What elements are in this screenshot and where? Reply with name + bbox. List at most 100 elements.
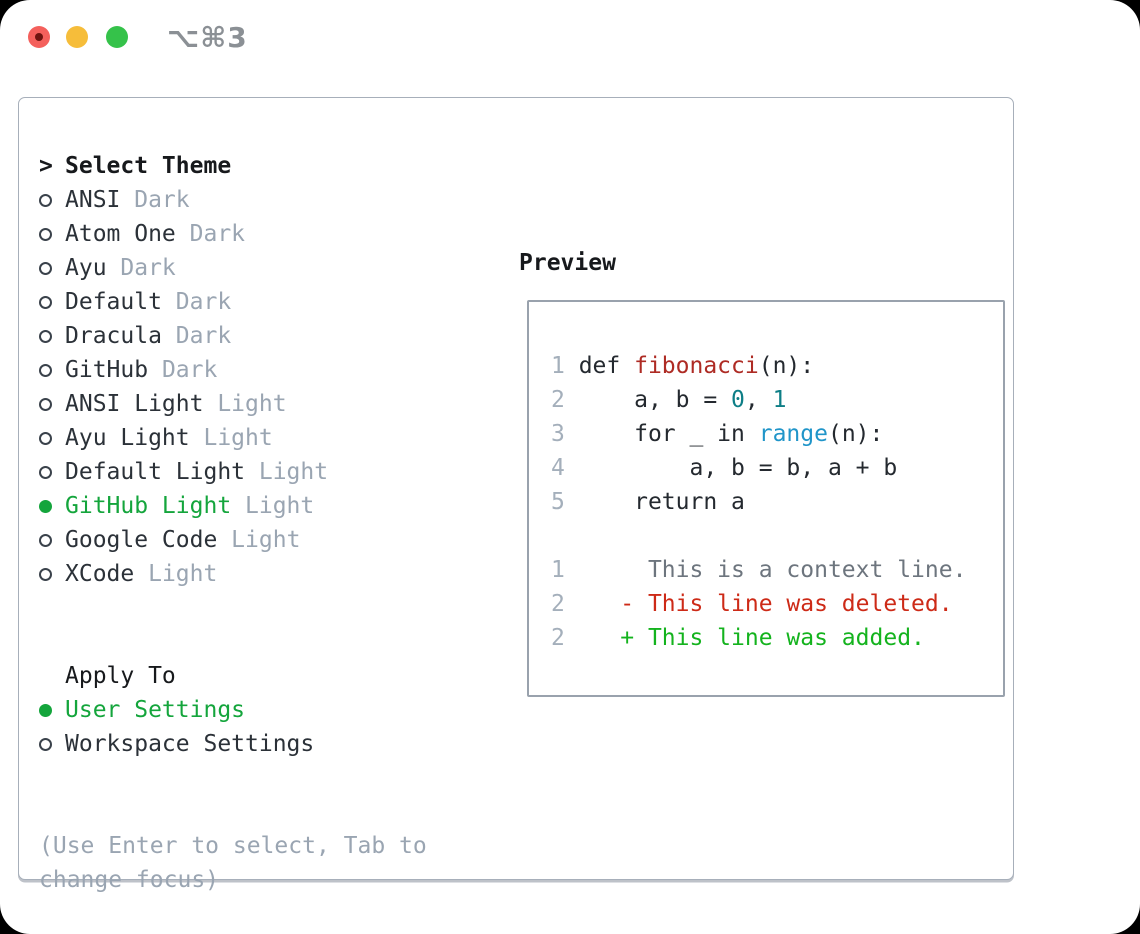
theme-item-github[interactable]: GitHub Dark	[39, 353, 469, 387]
theme-variant-label: Dark	[106, 255, 176, 281]
option-label: GitHub	[65, 357, 149, 383]
radio-icon	[39, 737, 65, 751]
code-token-number: 1	[772, 387, 787, 413]
option-label: Ayu Light	[65, 425, 190, 451]
code-token-plain: a, b = b, a + b	[578, 455, 898, 481]
code-token-builtin: range	[758, 421, 828, 447]
code-line: 1 This is a context line.	[551, 553, 1003, 587]
theme-variant-label: Dark	[161, 289, 232, 315]
theme-item-default-light[interactable]: Default Light Light	[39, 455, 469, 489]
theme-variant-label: Light	[231, 493, 315, 519]
select-theme-title: Select Theme	[65, 153, 232, 179]
radio-icon	[39, 533, 65, 547]
code-line: 2 a, b = 0, 1	[551, 383, 1003, 417]
code-line: 5 return a	[551, 485, 1003, 519]
theme-item-ansi-light[interactable]: ANSI Light Light	[39, 387, 469, 421]
option-label: Atom One	[65, 221, 176, 247]
theme-item-ayu-light[interactable]: Ayu Light Light	[39, 421, 469, 455]
radio-selected-icon	[39, 703, 65, 717]
preview-title: Preview	[519, 250, 616, 276]
code-token-context: This is a context line.	[578, 557, 967, 583]
option-label: Dracula	[65, 323, 162, 349]
theme-variant-label: Light	[245, 459, 329, 485]
line-number: 5	[551, 489, 565, 515]
code-token-function: fibonacci	[634, 353, 759, 379]
theme-item-atom-one[interactable]: Atom One Dark	[39, 217, 469, 251]
theme-variant-label: Light	[217, 527, 301, 553]
option-label: Ayu	[65, 255, 107, 281]
theme-variant-label: Dark	[120, 187, 190, 213]
radio-icon	[39, 261, 65, 275]
theme-item-google-code[interactable]: Google Code Light	[39, 523, 469, 557]
code-line: 3 for _ in range(n):	[551, 417, 1003, 451]
option-label: Default Light	[65, 459, 246, 485]
radio-icon	[39, 193, 65, 207]
line-number: 4	[551, 455, 565, 481]
theme-item-ayu[interactable]: Ayu Dark	[39, 251, 469, 285]
option-label: User Settings	[65, 697, 246, 723]
radio-icon	[39, 295, 65, 309]
line-number: 3	[551, 421, 565, 447]
line-number: 2	[551, 387, 565, 413]
code-token-plain: a, b =	[578, 387, 732, 413]
radio-icon	[39, 329, 65, 343]
line-number: 2	[551, 625, 565, 651]
code-line: 2 + This line was added.	[551, 621, 1003, 655]
spacer	[39, 591, 469, 659]
line-number: 2	[551, 591, 565, 617]
theme-variant-label: Light	[189, 425, 273, 451]
option-label: ANSI	[65, 187, 121, 213]
theme-variant-label: Dark	[148, 357, 218, 383]
option-label: XCode	[65, 561, 135, 587]
zoom-button[interactable]	[106, 26, 128, 48]
keyboard-hint: (Use Enter to select, Tab to change focu…	[39, 833, 427, 893]
theme-item-ansi[interactable]: ANSI Dark	[39, 183, 469, 217]
apply-to-title: Apply To	[65, 663, 176, 689]
apply-option-workspace-settings[interactable]: Workspace Settings	[39, 727, 469, 761]
radio-icon	[39, 431, 65, 445]
theme-variant-label: Dark	[175, 221, 246, 247]
radio-icon	[39, 465, 65, 479]
code-token-plain: for _ in	[578, 421, 759, 447]
option-label: ANSI Light	[65, 391, 204, 417]
theme-variant-label: Dark	[161, 323, 232, 349]
code-token-added: + This line was added.	[578, 625, 925, 651]
radio-icon	[39, 227, 65, 241]
close-button[interactable]	[28, 26, 50, 48]
theme-item-default[interactable]: Default Dark	[39, 285, 469, 319]
code-token-plain: return a	[578, 489, 745, 515]
option-label: Default	[65, 289, 162, 315]
code-token-plain: def	[578, 353, 635, 379]
code-line	[551, 519, 1003, 553]
window-title: ⌥⌘3	[167, 21, 248, 54]
code-token-number: 0	[731, 387, 745, 413]
code-line: 4 a, b = b, a + b	[551, 451, 1003, 485]
option-label: GitHub Light	[65, 493, 232, 519]
code-line: 2 - This line was deleted.	[551, 587, 1003, 621]
radio-icon	[39, 567, 65, 581]
apply-to-header: Apply To	[39, 659, 469, 693]
apply-option-user-settings[interactable]: User Settings	[39, 693, 469, 727]
radio-icon	[39, 397, 65, 411]
code-token-plain: (n):	[758, 353, 815, 379]
line-number: 1	[551, 353, 565, 379]
code-token-deleted: - This line was deleted.	[578, 591, 953, 617]
theme-item-github-light[interactable]: GitHub Light Light	[39, 489, 469, 523]
option-label: Google Code	[65, 527, 218, 553]
theme-item-xcode[interactable]: XCode Light	[39, 557, 469, 591]
minimize-button[interactable]	[66, 26, 88, 48]
prompt-caret-icon: >	[39, 153, 53, 179]
code-token-plain: (n):	[827, 421, 884, 447]
code-token-plain: ,	[744, 387, 773, 413]
theme-variant-label: Light	[203, 391, 287, 417]
code-line: 1 def fibonacci(n):	[551, 349, 1003, 383]
theme-item-dracula[interactable]: Dracula Dark	[39, 319, 469, 353]
theme-variant-label: Light	[134, 561, 218, 587]
option-label: Workspace Settings	[65, 731, 315, 757]
